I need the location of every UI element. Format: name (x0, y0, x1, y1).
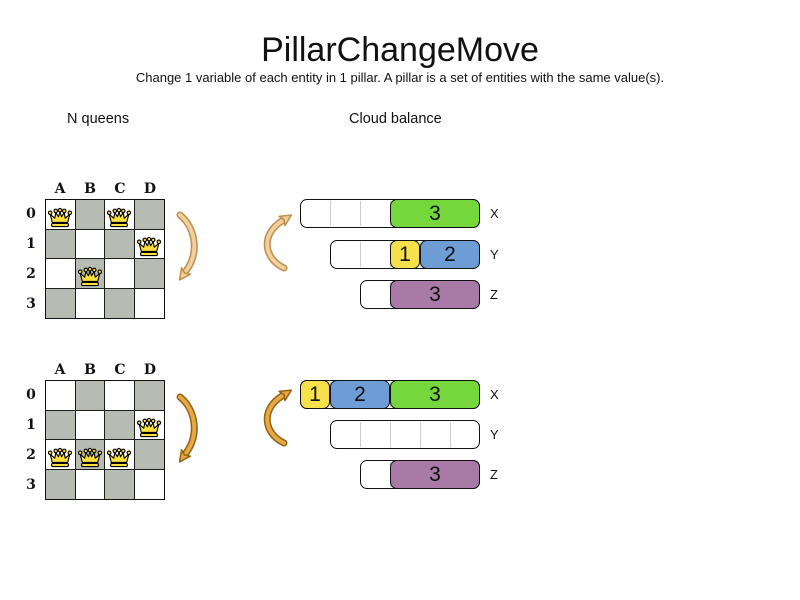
board-cell-D0 (134, 381, 164, 411)
board-cell-A0 (46, 200, 76, 230)
pillar-move-arrow-up-icon (263, 389, 293, 447)
board-column-label: D (143, 181, 157, 197)
board-cell-D3 (134, 469, 164, 499)
process-block-1: 1 (390, 240, 420, 269)
computer-label-Z: Z (490, 467, 498, 482)
queen-icon (137, 236, 162, 257)
board-column-label: B (84, 181, 96, 197)
computer-label-Y: Y (490, 427, 499, 442)
board-cell-B0 (75, 381, 105, 411)
computer-label-X: X (490, 206, 499, 221)
board-cell-C3 (105, 469, 135, 499)
board-cell-A2 (46, 440, 76, 470)
queen-icon (48, 447, 73, 467)
board-cell-C1 (105, 229, 135, 259)
board-cell-D0 (134, 200, 164, 230)
process-block-3: 3 (390, 199, 480, 228)
bar-gridline (360, 201, 361, 226)
process-block-3: 3 (390, 380, 480, 409)
queen-icon (77, 266, 102, 286)
board-cell-D3 (134, 288, 164, 318)
board-cell-D2 (134, 440, 164, 470)
bar-gridline (330, 201, 331, 226)
board-row-label: 3 (26, 477, 36, 493)
board-cell-B3 (75, 469, 105, 499)
board-cell-C1 (105, 410, 135, 440)
board-row-label: 0 (26, 387, 36, 403)
board-cell-B0 (75, 200, 105, 230)
board-row-label: 0 (26, 206, 36, 222)
pillar-move-arrow-up-icon (263, 214, 293, 272)
nqueens-section-label: N queens (67, 111, 130, 127)
process-block-2: 2 (420, 240, 480, 269)
page-title: PillarChangeMove (261, 31, 539, 69)
computer-label-X: X (490, 387, 499, 402)
board-cell-C0 (105, 200, 135, 230)
board-row-label: 1 (26, 417, 36, 433)
board-cell-A3 (46, 469, 76, 499)
process-block-1: 1 (300, 380, 330, 409)
board-cell-A1 (46, 410, 76, 440)
board-cell-D1 (134, 410, 164, 440)
process-block-3: 3 (390, 460, 480, 489)
subtitle: Change 1 variable of each entity in 1 pi… (135, 70, 665, 85)
board-cell-A3 (46, 288, 76, 318)
board-row-label: 3 (26, 296, 36, 312)
board-column-label: A (54, 362, 66, 378)
board-cell-B2 (75, 259, 105, 289)
board-cell-C2 (105, 440, 135, 470)
board-row-label: 1 (26, 236, 36, 252)
board-cell-A0 (46, 381, 76, 411)
bar-gridline (420, 422, 421, 447)
bar-gridline (360, 242, 361, 267)
board-cell-B1 (75, 410, 105, 440)
board-column-label: D (143, 362, 157, 378)
board-cell-A1 (46, 229, 76, 259)
board-cell-C3 (105, 288, 135, 318)
computer-label-Z: Z (490, 287, 498, 302)
nqueens-board-after (45, 380, 165, 500)
board-cell-B2 (75, 440, 105, 470)
pillar-move-arrow-down-icon (176, 393, 198, 463)
process-block-2: 2 (330, 380, 390, 409)
board-cell-D2 (134, 259, 164, 289)
bar-gridline (360, 422, 361, 447)
nqueens-board-before (45, 199, 165, 319)
cloud-balance-section-label: Cloud balance (349, 111, 442, 127)
process-block-3: 3 (390, 280, 480, 309)
board-column-label: C (114, 362, 126, 378)
computer-label-Y: Y (490, 247, 499, 262)
queen-icon (107, 207, 132, 227)
computer-bar-Y-after (330, 420, 480, 449)
board-cell-A2 (46, 259, 76, 289)
board-cell-D1 (134, 229, 164, 259)
queen-icon (137, 417, 162, 438)
queen-icon (77, 447, 102, 467)
board-cell-C2 (105, 259, 135, 289)
queen-icon (107, 447, 132, 467)
queen-icon (48, 207, 73, 227)
board-row-label: 2 (26, 447, 36, 463)
bar-gridline (390, 422, 391, 447)
board-column-label: C (114, 181, 126, 197)
bar-gridline (450, 422, 451, 447)
board-row-label: 2 (26, 266, 36, 282)
board-cell-C0 (105, 381, 135, 411)
board-cell-B3 (75, 288, 105, 318)
board-cell-B1 (75, 229, 105, 259)
board-column-label: A (54, 181, 66, 197)
board-column-label: B (84, 362, 96, 378)
pillar-move-arrow-down-icon (176, 211, 198, 281)
